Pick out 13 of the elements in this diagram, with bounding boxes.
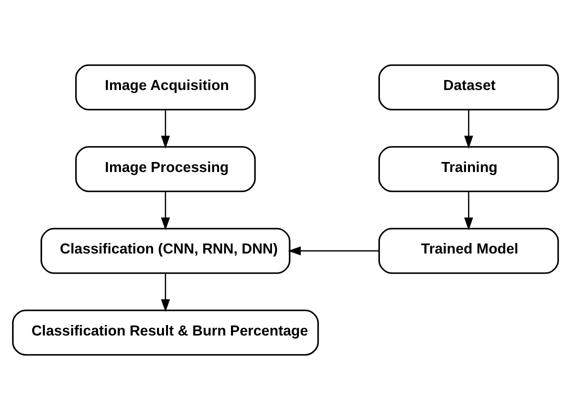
node-box: Dataset	[378, 64, 559, 110]
node-box: Classification Result & Burn Percentage	[12, 310, 319, 356]
arrow	[160, 110, 170, 149]
node-box: Image Acquisition	[75, 64, 256, 110]
arrow	[288, 246, 379, 256]
node-box: Training	[378, 146, 559, 192]
node-box: Image Processing	[75, 146, 256, 192]
node-box: Trained Model	[378, 228, 559, 274]
arrow	[160, 273, 170, 312]
arrow	[464, 192, 474, 230]
arrow	[464, 110, 474, 149]
arrow	[160, 192, 170, 230]
node-box: Classification (CNN, RNN, DNN)	[40, 228, 290, 274]
